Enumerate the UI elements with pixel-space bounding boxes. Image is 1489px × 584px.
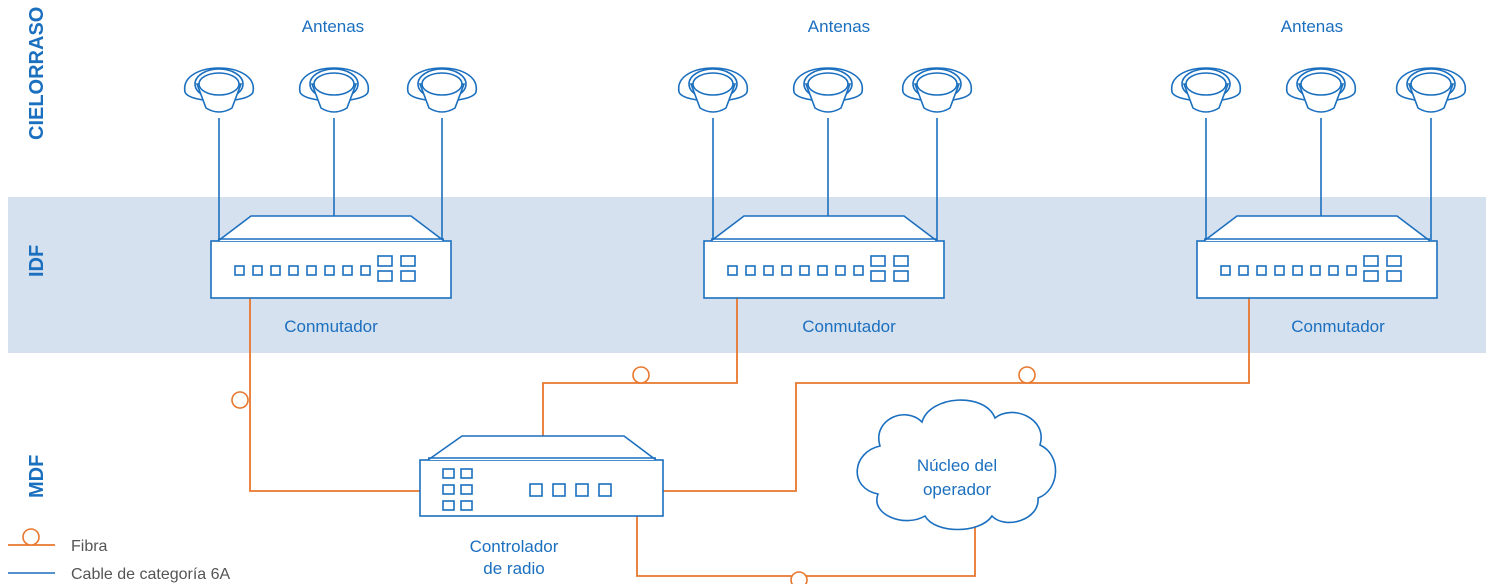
switch-label: Conmutador — [802, 317, 896, 336]
antenna-icon — [792, 67, 864, 113]
antenna-icon — [1395, 67, 1467, 113]
antenna-icon — [1170, 67, 1242, 113]
cloud-label-line2: operador — [923, 480, 991, 499]
zone-label-mdf: MDF — [26, 455, 48, 498]
switch-label: Conmutador — [284, 317, 378, 336]
antenna-group-label: Antenas — [808, 17, 870, 36]
antenna-group-label: Antenas — [1281, 17, 1343, 36]
legend: Fibra Cable de categoría 6A — [8, 528, 231, 583]
antenna-icon — [1285, 67, 1357, 113]
antenna-icon — [677, 67, 749, 113]
fiber-marker-icon — [1018, 366, 1036, 384]
controller-label-line1: Controlador — [470, 537, 559, 556]
fiber-marker-icon — [231, 391, 249, 409]
antenna-icon — [298, 67, 370, 113]
antenna-icon — [406, 67, 478, 113]
copper-cables — [218, 118, 1432, 240]
antenna-group-label: Antenas — [302, 17, 364, 36]
radio-controller-icon — [419, 435, 664, 517]
switch-label: Conmutador — [1291, 317, 1385, 336]
antenna-icon — [183, 67, 255, 113]
antenna-icon — [901, 67, 973, 113]
legend-fiber-marker-icon — [22, 528, 40, 546]
controller-label-line2: de radio — [483, 559, 544, 578]
network-switch-icon — [210, 215, 452, 299]
fiber-marker-icon — [632, 366, 650, 384]
network-switch-icon — [703, 215, 945, 299]
legend-fiber-label: Fibra — [71, 538, 108, 555]
network-switch-icon — [1196, 215, 1438, 299]
zone-label-idf: IDF — [26, 245, 48, 277]
zone-label-ceiling: CIELORRASO — [26, 7, 48, 140]
legend-copper-label: Cable de categoría 6A — [71, 566, 231, 583]
cloud-label-line1: Núcleo del — [917, 456, 997, 475]
cloud-icon — [856, 399, 1057, 531]
fiber-marker-icon — [790, 571, 808, 584]
